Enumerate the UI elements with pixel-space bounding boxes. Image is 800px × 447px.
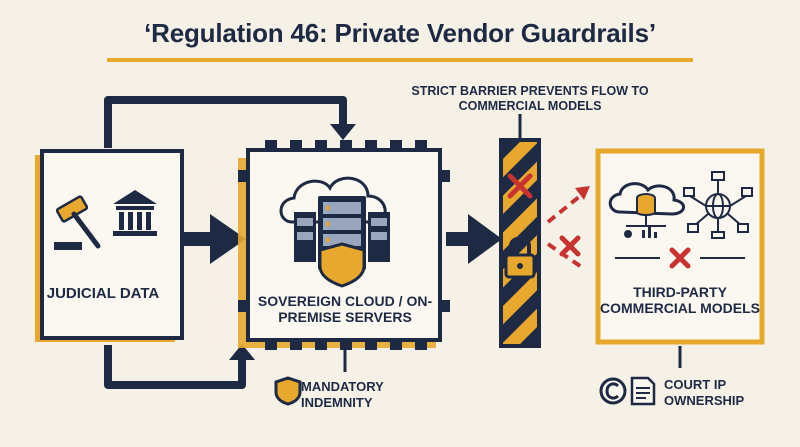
blocked-flow-arrow [546,186,590,270]
shield-icon [318,242,366,288]
document-icon [630,376,656,406]
third-party-x-mark-icon [669,247,691,269]
network-icon [683,171,753,239]
judicial-data-label: JUDICIAL DATA [46,285,160,302]
indemnity-label: MANDATORY INDEMNITY [301,379,384,410]
diagram-title: ‘Regulation 46: Private Vendor Guardrail… [144,18,656,48]
blocked-x-mark-icon [559,235,581,257]
sovereign-server-box [238,140,450,350]
third-party-box [595,148,765,345]
third-party-label: THIRD-PARTY COMMERCIAL MODELS [600,284,760,317]
bottom-flow-arrow [104,344,255,389]
x-mark-icon [507,173,533,199]
copyright-icon [599,377,627,405]
sovereign-label: SOVEREIGN CLOUD / ON-PREMISE SERVERS [257,293,433,326]
courthouse-icon [113,190,157,236]
gavel-icon [54,195,101,250]
indemnity-shield-icon [274,376,302,406]
database-icon [608,182,685,238]
court-ip-label: COURT IP OWNERSHIP [664,377,745,408]
flow-arrow-1 [182,214,246,264]
barrier-note: STRICT BARRIER PREVENTS FLOW TO COMMERCI… [411,84,649,113]
lock-icon [504,236,536,279]
flow-arrow-2 [446,214,502,264]
top-flow-arrow [104,96,356,148]
title-underline [107,58,693,62]
barrier-pillar [499,138,541,348]
